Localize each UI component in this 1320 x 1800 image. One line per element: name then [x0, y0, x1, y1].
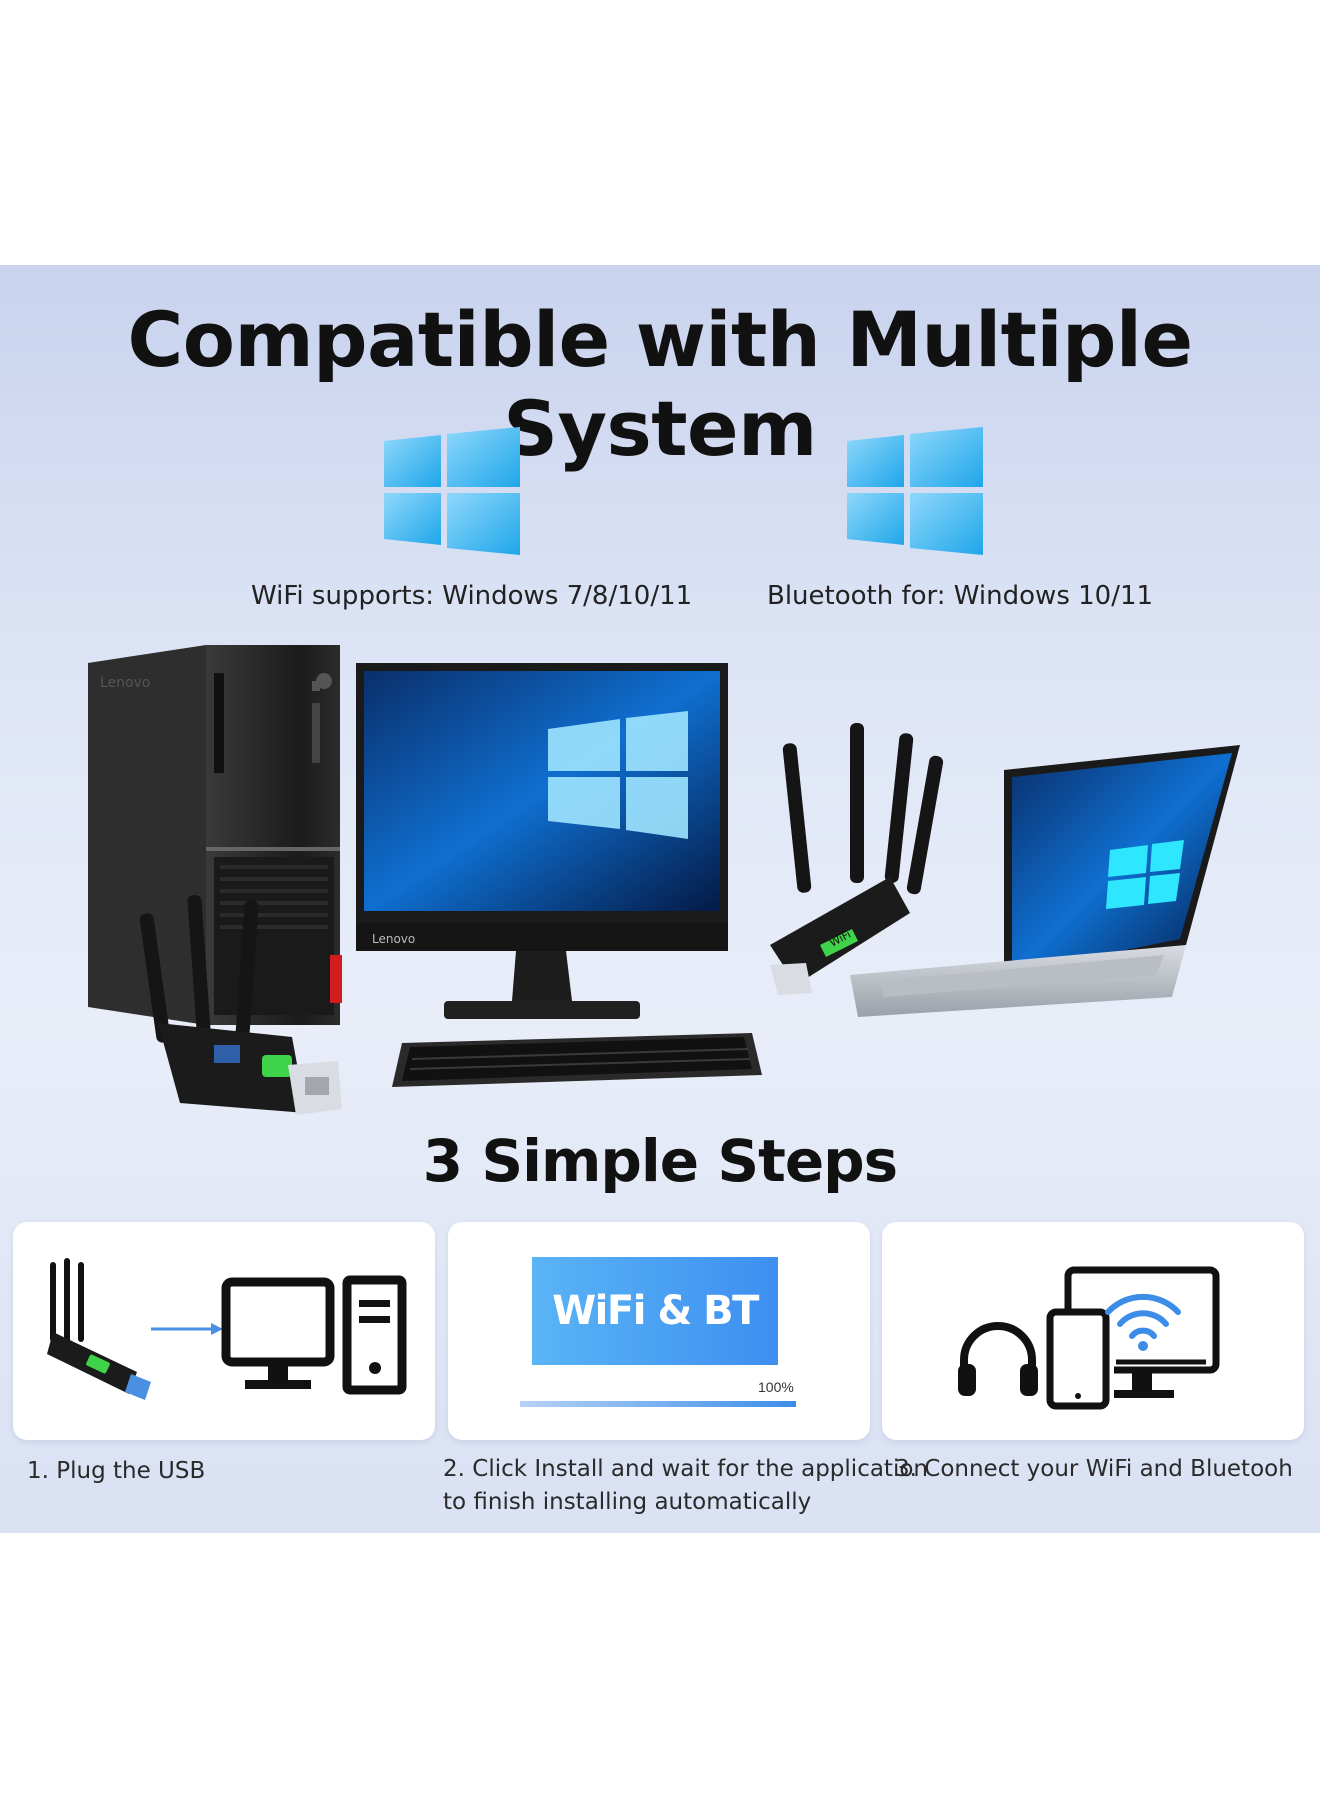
tablet-icon: [1046, 1308, 1110, 1410]
step-2-caption: 2. Click Install and wait for the applic…: [443, 1456, 928, 1515]
usb-adapter-front: [139, 895, 342, 1115]
bluetooth-support-caption: Bluetooth for: Windows 10/11: [767, 581, 1154, 611]
connected-devices-icon: [958, 1266, 1220, 1410]
devices-illustration: Lenovo Lenovo: [88, 645, 1240, 1115]
windows-logo-icon: [384, 427, 520, 555]
monitor-icon: [1064, 1266, 1220, 1398]
monitor-brand-label: Lenovo: [372, 932, 415, 946]
monitor: Lenovo: [356, 663, 728, 1019]
usb-to-computer-icon: [47, 1258, 407, 1400]
product-banner: Compatible with Multiple System WiFi sup…: [0, 265, 1320, 1533]
pc-tower: Lenovo: [88, 645, 342, 1025]
step-3-caption: 3. Connect your WiFi and Bluetooh: [895, 1456, 1293, 1482]
page-title: Compatible with Multiple System: [127, 295, 1193, 473]
headphones-icon: [958, 1322, 1038, 1396]
step-card-2: WiFi & BT driver 100%: [448, 1222, 870, 1442]
wifi-icon: [1105, 1293, 1181, 1339]
keyboard: [392, 1033, 762, 1087]
install-progress-bar: [520, 1401, 796, 1407]
wifi-support-caption: WiFi supports: Windows 7/8/10/11: [251, 581, 693, 611]
step-1-caption: 1. Plug the USB: [27, 1458, 206, 1484]
steps-title: 3 Simple Steps: [422, 1127, 898, 1195]
usb-adapter-center: WiFi: [770, 723, 944, 995]
windows-logo-icon: [847, 427, 983, 555]
install-progress-label: 100%: [758, 1379, 794, 1395]
driver-installer-label: WiFi & BT driver: [532, 1257, 778, 1442]
step-card-1: [13, 1222, 435, 1440]
pc-brand-label: Lenovo: [100, 675, 150, 691]
step-card-3: [882, 1222, 1304, 1440]
laptop: [850, 745, 1240, 1017]
